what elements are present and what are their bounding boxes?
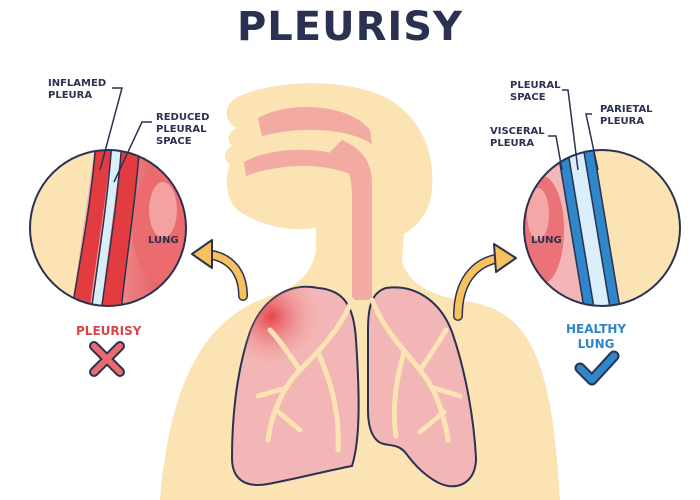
status-pleurisy: PLEURISY — [76, 324, 141, 339]
label-lung-right: LUNG — [531, 235, 562, 246]
label-lung-left: LUNG — [148, 235, 179, 246]
page-title: PLEURISY — [0, 4, 700, 50]
pleurisy-detail-circle — [20, 140, 200, 320]
healthy-detail-circle — [510, 140, 690, 320]
check-icon — [580, 356, 614, 380]
